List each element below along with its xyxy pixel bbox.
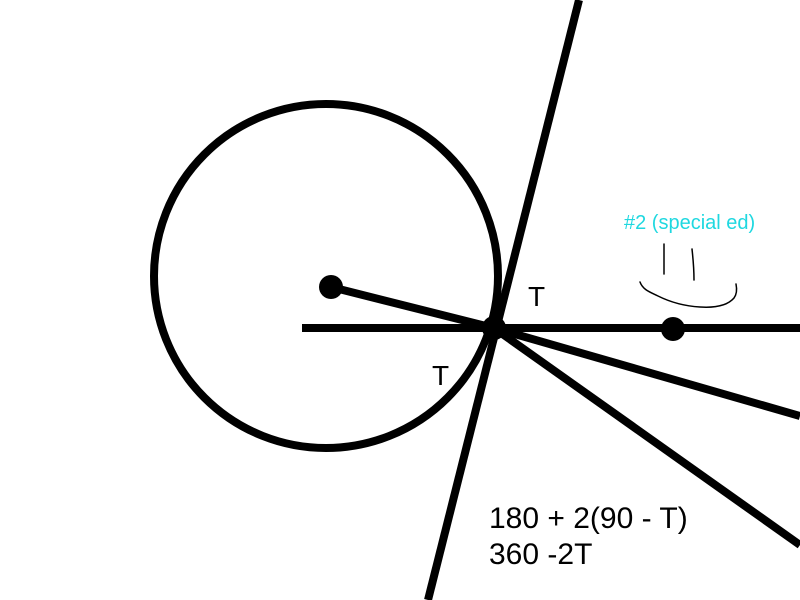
radius-line: [327, 283, 498, 332]
ray-upper: [492, 324, 800, 420]
line-point: [661, 317, 685, 341]
smiley-right-eye: [691, 248, 695, 281]
equation-line-1: 180 + 2(90 - T): [489, 502, 688, 535]
special-ed-note: #2 (special ed): [624, 212, 756, 234]
tangent-point: [482, 316, 506, 340]
smiley-mouth: [639, 281, 738, 308]
angle-label-t-lower: T: [432, 360, 450, 391]
smiley-doodle: [639, 243, 738, 308]
angle-label-t-upper: T: [528, 281, 546, 312]
ray-lower: [491, 324, 800, 549]
equation-line-2: 360 -2T: [489, 538, 593, 571]
center-point: [319, 275, 343, 299]
circle: [150, 100, 502, 452]
tangent-line: [424, 0, 583, 600]
